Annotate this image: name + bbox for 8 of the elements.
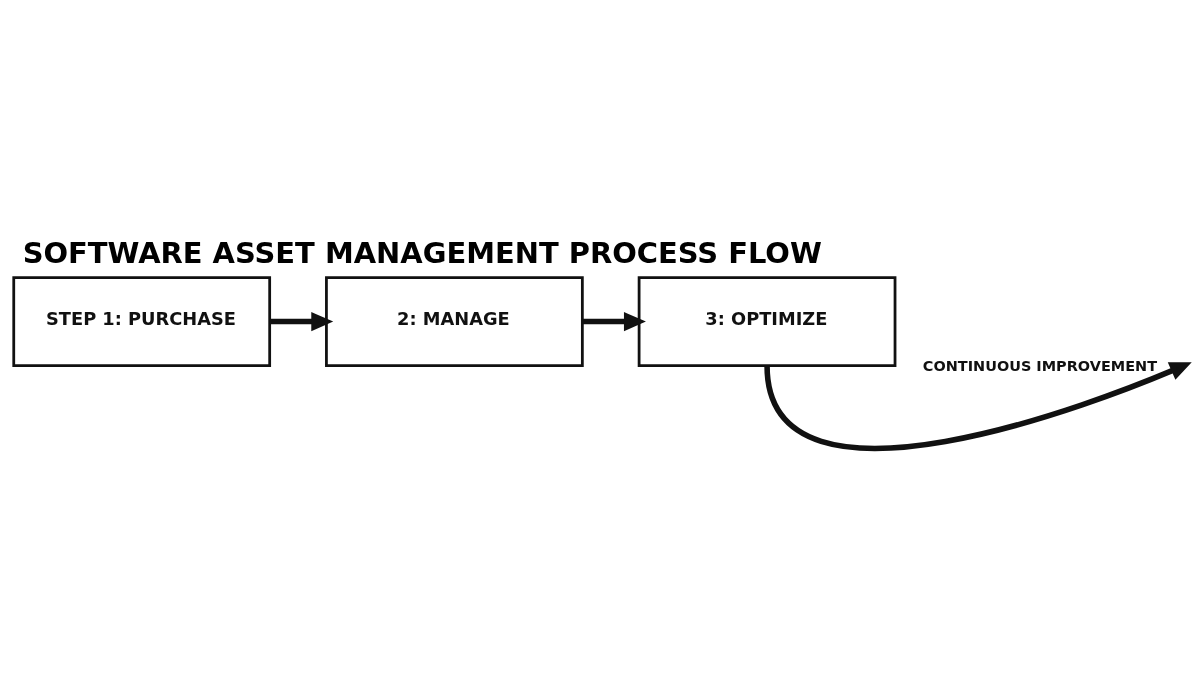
- arrow: [270, 311, 334, 332]
- arrow: [582, 311, 646, 332]
- node-box: 2: MANAGE: [325, 276, 584, 367]
- node-box: STEP 1: PURCHASE: [12, 276, 272, 367]
- node-box: 3: OPTIMIZE: [637, 276, 897, 367]
- arrow: [764, 362, 1192, 451]
- edge-label: CONTINUOUS IMPROVEMENT: [922, 357, 1158, 374]
- diagram-title: SOFTWARE ASSET MANAGEMENT PROCESS FLOW: [22, 235, 822, 270]
